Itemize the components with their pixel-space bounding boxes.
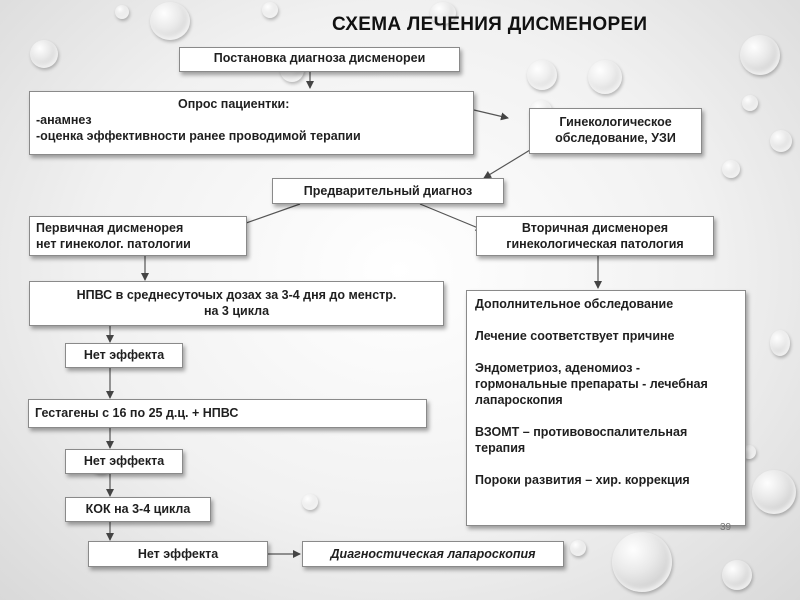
decorative-water-drop bbox=[430, 2, 456, 24]
decorative-water-drop bbox=[115, 5, 129, 19]
preliminary-diagnosis-label: Предварительный диагноз bbox=[303, 184, 473, 198]
diagnostic-laparoscopy-label: Диагностическая лапароскопия bbox=[330, 547, 536, 561]
nsaid-line-1: НПВС в среднесуточых дозах за 3-4 дня до… bbox=[76, 288, 397, 302]
details-endometriosis: Эндометриоз, аденомиоз - bbox=[475, 361, 641, 375]
survey-line-anamnesis: -анамнез bbox=[36, 113, 92, 127]
details-hormonal: гормональные препараты - лечебная bbox=[475, 377, 708, 391]
arrow-survey-to-exam bbox=[473, 109, 509, 121]
gyn-exam-line-1: Гинекологическое bbox=[559, 115, 672, 129]
arrow-prelim-to-secondary bbox=[419, 203, 484, 232]
preliminary-diagnosis-box: Предварительный диагноз bbox=[272, 178, 504, 204]
details-spacer bbox=[475, 456, 737, 472]
no-effect-box-3: Нет эффекта bbox=[88, 541, 268, 567]
gyn-exam-line-2: обследование, УЗИ bbox=[555, 131, 676, 145]
gestagens-label: Гестагены с 16 по 25 д.ц. + НПВС bbox=[35, 406, 239, 420]
nsaid-line-2: на 3 цикла bbox=[203, 304, 270, 318]
decorative-water-drop bbox=[262, 2, 278, 18]
coc-label: КОК на 3-4 цикла bbox=[85, 502, 191, 516]
details-pid: ВЗОМТ – противовоспалительная bbox=[475, 425, 688, 439]
patient-survey-box: Опрос пациентки: -анамнез -оценка эффект… bbox=[29, 91, 474, 155]
secondary-dysmenorrhea-box: Вторичная дисменорея гинекологическая па… bbox=[476, 216, 714, 256]
diagnostic-laparoscopy-box: Диагностическая лапароскопия bbox=[302, 541, 564, 567]
no-effect-label-1: Нет эффекта bbox=[83, 348, 165, 362]
survey-line-therapy-assessment: -оценка эффективности ранее проводимой т… bbox=[36, 129, 361, 143]
decorative-water-drop bbox=[722, 560, 752, 590]
gyn-exam-box: Гинекологическое обследование, УЗИ bbox=[529, 108, 702, 154]
details-spacer bbox=[475, 344, 737, 360]
details-spacer bbox=[475, 408, 737, 424]
primary-line-1: Первичная дисменорея bbox=[36, 221, 184, 235]
decorative-water-drop bbox=[30, 40, 58, 68]
arrow-exam-to-prelim bbox=[483, 149, 531, 179]
decorative-water-drop bbox=[770, 330, 790, 356]
survey-heading: Опрос пациентки: bbox=[178, 97, 290, 111]
decorative-water-drop bbox=[302, 494, 318, 510]
secondary-line-2: гинекологическая патология bbox=[506, 237, 684, 251]
details-treatment-by-cause: Лечение соответствует причине bbox=[475, 329, 675, 343]
no-effect-label-2: Нет эффекта bbox=[83, 454, 165, 468]
details-additional-exam: Дополнительное обследование bbox=[475, 297, 674, 311]
nsaid-box: НПВС в среднесуточых дозах за 3-4 дня до… bbox=[29, 281, 444, 326]
decorative-water-drop bbox=[588, 60, 622, 94]
decorative-water-drop bbox=[770, 130, 792, 152]
decorative-water-drop bbox=[570, 540, 586, 556]
details-malformations: Пороки развития – хир. коррекция bbox=[475, 473, 690, 487]
decorative-water-drop bbox=[752, 470, 796, 514]
page-title: СХЕМА ЛЕЧЕНИЯ ДИСМЕНОРЕИ bbox=[332, 14, 648, 35]
secondary-details-box: Дополнительное обследование Лечение соот… bbox=[466, 290, 746, 526]
details-laparoscopy: лапароскопия bbox=[475, 393, 563, 407]
gestagens-box: Гестагены с 16 по 25 д.ц. + НПВС bbox=[28, 399, 427, 428]
decorative-water-drop bbox=[527, 60, 557, 90]
diagnosis-box: Постановка диагноза дисменореи bbox=[179, 47, 460, 72]
decorative-water-drop bbox=[722, 160, 740, 178]
details-therapy: терапия bbox=[475, 441, 526, 455]
decorative-water-drop bbox=[150, 2, 190, 40]
diagnosis-label: Постановка диагноза дисменореи bbox=[213, 51, 426, 65]
no-effect-label-3: Нет эффекта bbox=[137, 547, 219, 561]
details-spacer bbox=[475, 312, 737, 328]
no-effect-box-1: Нет эффекта bbox=[65, 343, 183, 368]
page-number: 39 bbox=[720, 522, 732, 533]
no-effect-box-2: Нет эффекта bbox=[65, 449, 183, 474]
primary-dysmenorrhea-box: Первичная дисменорея нет гинеколог. пато… bbox=[29, 216, 247, 256]
decorative-water-drop bbox=[612, 532, 672, 592]
primary-line-2: нет гинеколог. патологии bbox=[36, 237, 191, 251]
decorative-water-drop bbox=[740, 35, 780, 75]
decorative-water-drop bbox=[742, 95, 758, 111]
coc-box: КОК на 3-4 цикла bbox=[65, 497, 211, 522]
secondary-line-1: Вторичная дисменорея bbox=[521, 221, 669, 235]
